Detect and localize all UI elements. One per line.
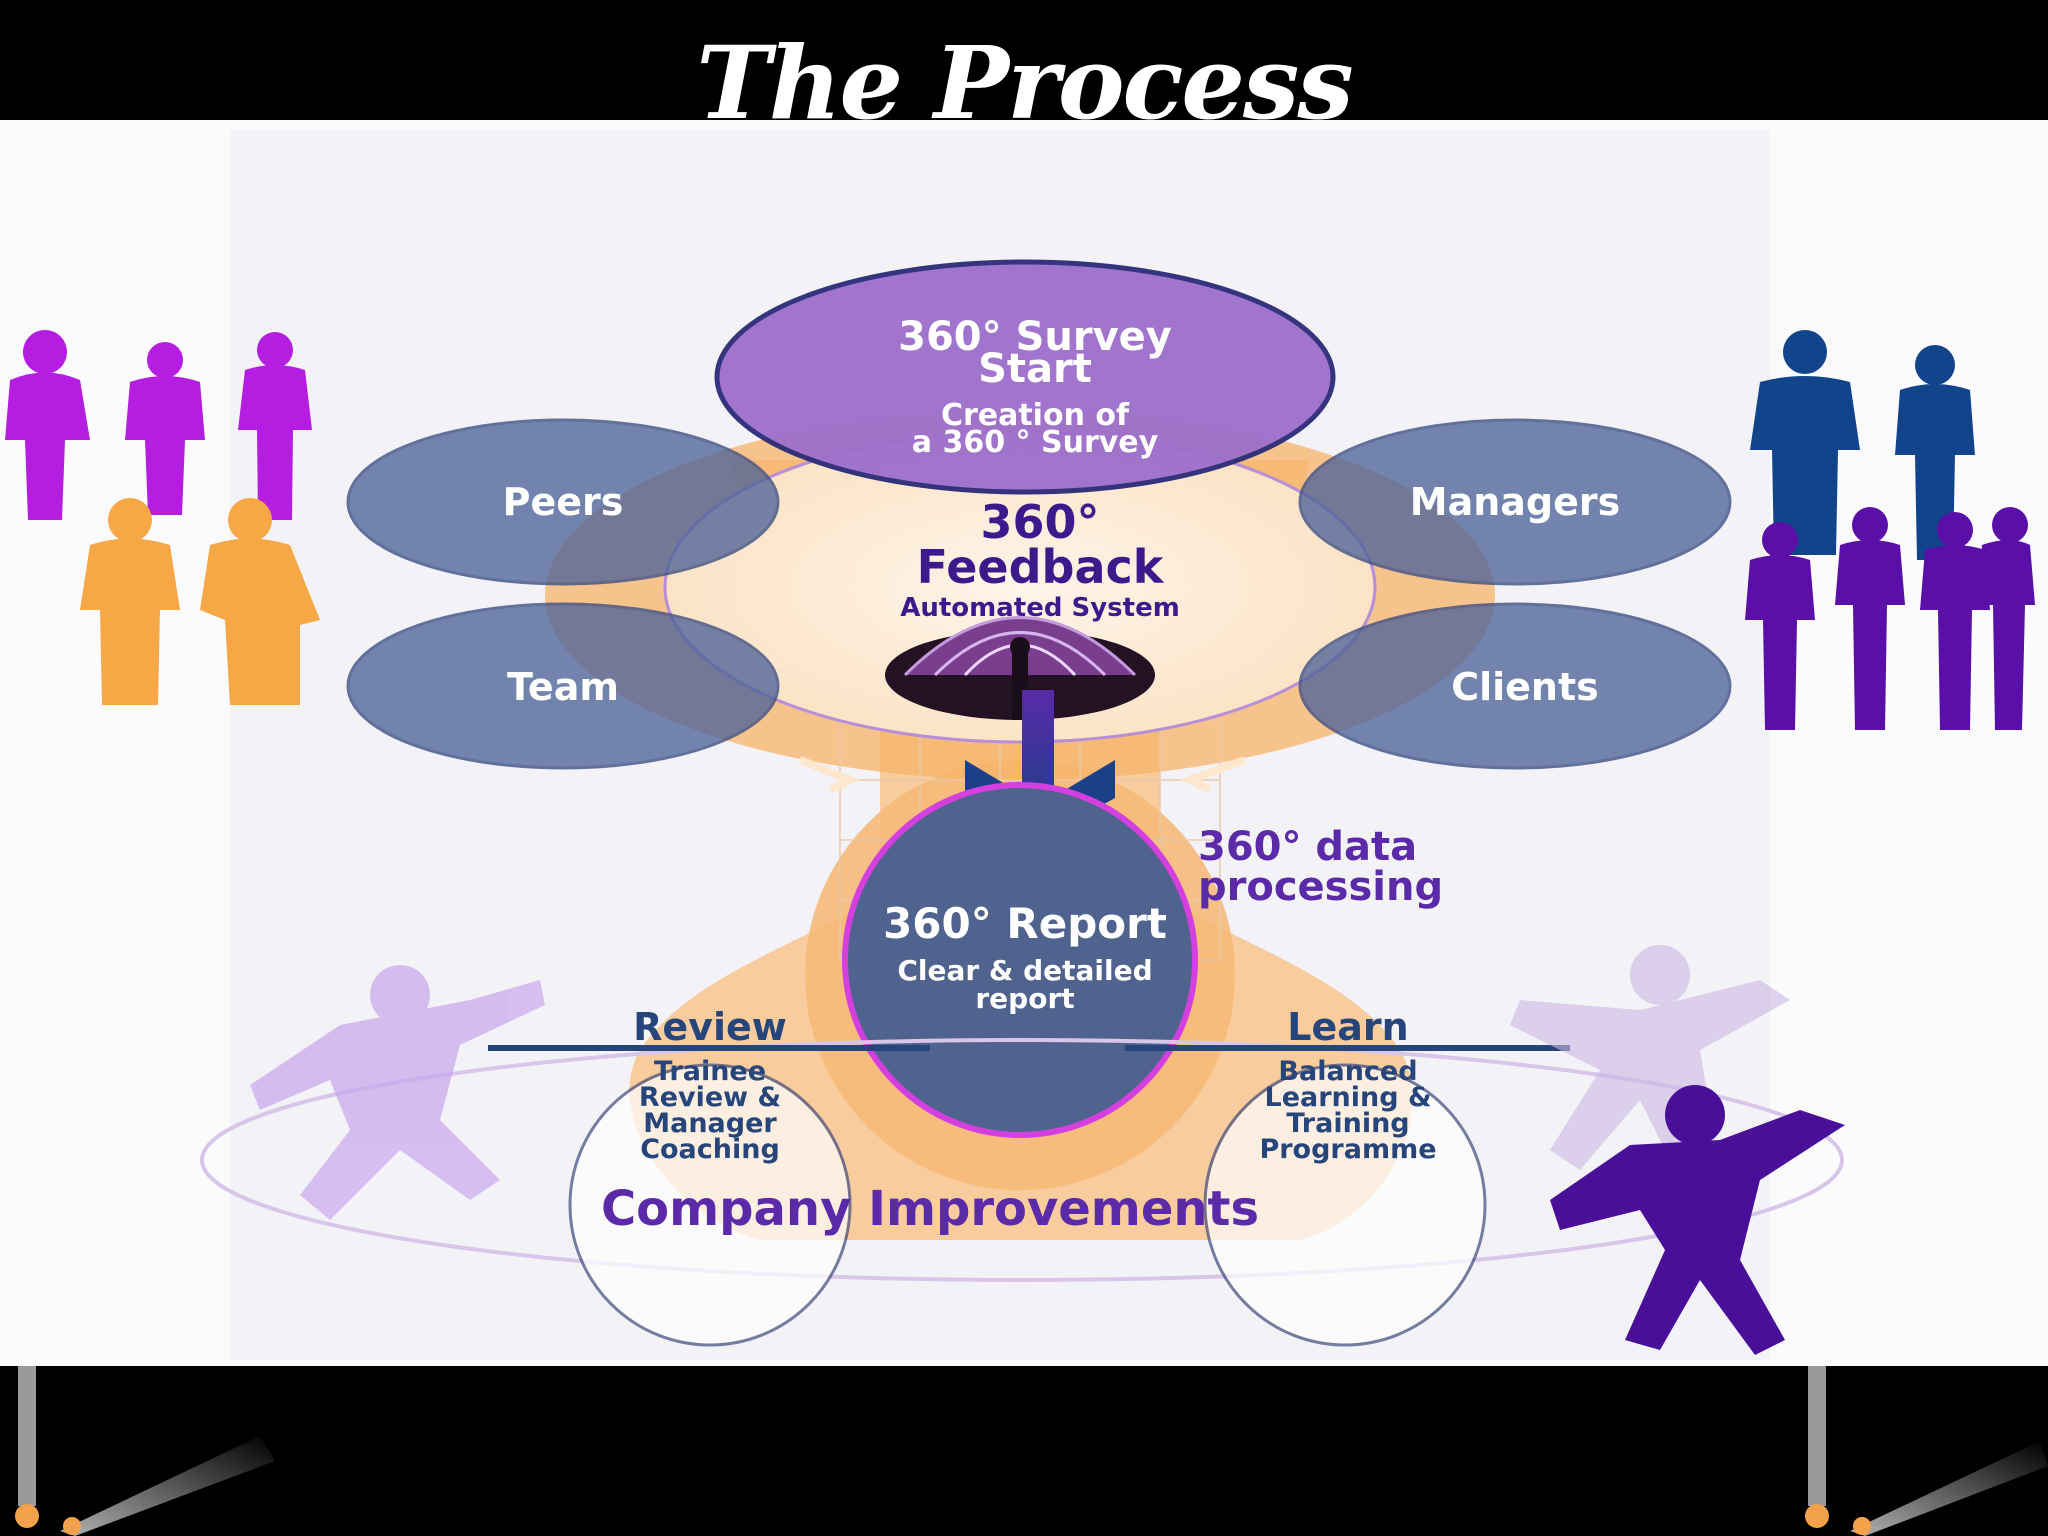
report-sub-line1: Clear & detailed — [897, 954, 1152, 987]
processing-line1: 360° data — [1198, 824, 1417, 870]
managers-bubble — [1298, 418, 1732, 586]
left-spotlight-icon — [15, 1366, 275, 1536]
peers-label: Peers — [503, 480, 624, 524]
clients-label: Clients — [1451, 665, 1599, 709]
right-chevron-icon — [1179, 756, 1247, 794]
processing-line2: processing — [1198, 864, 1443, 910]
learn-title: Learn — [1287, 1005, 1408, 1049]
report-text: 360° Report Clear & detailed report — [883, 899, 1167, 1015]
review-title: Review — [633, 1005, 787, 1049]
learn-text: Learn Balanced Learning & Training Progr… — [1259, 1005, 1436, 1165]
feedback-text: 360° Feedback Automated System — [900, 495, 1180, 623]
learn-line1: Balanced — [1278, 1056, 1417, 1087]
review-line1: Trainee — [654, 1056, 766, 1087]
team-label: Team — [507, 665, 619, 709]
managers-label: Managers — [1410, 480, 1620, 524]
learn-line2: Learning & — [1264, 1082, 1431, 1113]
review-line4: Coaching — [640, 1134, 780, 1165]
clients-bubble — [1298, 602, 1732, 770]
globe-icon — [885, 616, 1155, 720]
survey-start-bubble — [714, 259, 1336, 495]
review-line3: Manager — [643, 1108, 777, 1139]
peers-bubble — [346, 418, 780, 586]
clients-people-icon — [1745, 507, 2035, 730]
review-line2: Review & — [639, 1082, 781, 1113]
slide-title: The Process — [696, 24, 1353, 142]
review-text: Review Trainee Review & Manager Coaching — [633, 1005, 787, 1165]
survey-sub-line1: Creation of — [941, 398, 1130, 433]
company-improvements-label: Company Improvements — [601, 1181, 1259, 1237]
left-running-figure-icon — [250, 965, 545, 1220]
learn-bubble — [1203, 1063, 1487, 1347]
process-diagram: 360° Survey Start Creation of a 360 ° Su… — [5, 130, 2035, 1360]
report-bubble — [842, 782, 1198, 1138]
review-bubble — [568, 1063, 852, 1347]
survey-title-line2: Start — [978, 346, 1092, 392]
learn-line4: Programme — [1259, 1134, 1436, 1165]
diagram-panel: 360° Survey Start Creation of a 360 ° Su… — [0, 120, 2048, 1366]
report-title: 360° Report — [883, 899, 1167, 948]
processing-text: 360° data processing — [1198, 824, 1443, 910]
feedback-line3: Automated System — [900, 593, 1180, 623]
feedback-line1: 360° — [980, 495, 1099, 549]
peers-people-icon — [5, 330, 312, 520]
team-people-icon — [80, 498, 320, 705]
survey-title-line1: 360° Survey — [898, 314, 1172, 360]
right-faded-figure-icon — [1510, 945, 1790, 1180]
team-bubble — [346, 602, 780, 770]
right-running-figure-icon — [1550, 1085, 1845, 1355]
company-improvements-ellipse — [200, 1038, 1844, 1282]
survey-sub-line2: a 360 ° Survey — [912, 425, 1159, 460]
survey-text: 360° Survey Start Creation of a 360 ° Su… — [898, 314, 1172, 460]
report-sub-line2: report — [975, 982, 1074, 1015]
left-chevron-icon — [798, 756, 860, 794]
feedback-line2: Feedback — [917, 540, 1165, 594]
learn-line3: Training — [1286, 1108, 1409, 1139]
managers-people-icon — [1750, 330, 1975, 560]
right-spotlight-icon — [1805, 1366, 2048, 1536]
